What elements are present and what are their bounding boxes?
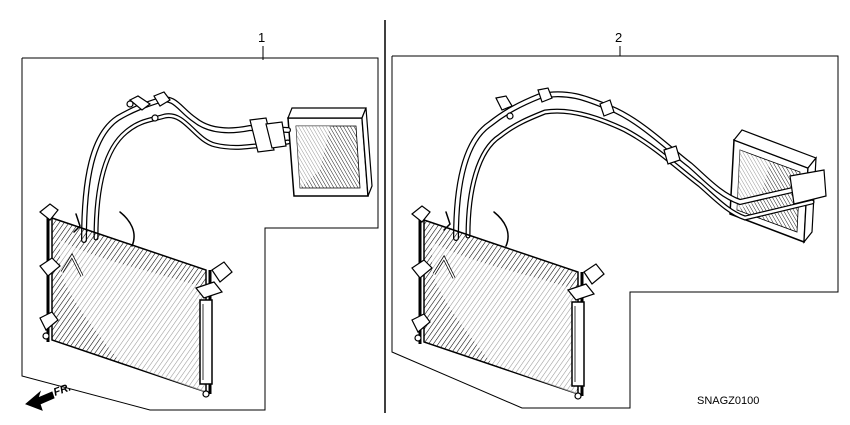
kit-1-boundary	[21, 57, 379, 411]
front-direction-marker: FR.	[25, 381, 73, 411]
callout-2-label: 2	[615, 30, 622, 45]
condenser-2	[411, 205, 605, 400]
drawing-code: SNAGZ0100	[697, 395, 759, 407]
kit-1-group: 1	[21, 30, 379, 411]
kit-2-boundary	[391, 55, 839, 409]
front-arrow-icon	[25, 390, 55, 411]
front-direction-label: FR.	[52, 381, 73, 398]
refrigerant-lines-2	[443, 87, 827, 247]
refrigerant-lines-1	[73, 91, 291, 247]
condenser-1	[39, 203, 233, 398]
kit-2-group: 2	[391, 30, 839, 409]
callout-1-label: 1	[258, 30, 265, 45]
evaporator-1	[287, 107, 373, 197]
